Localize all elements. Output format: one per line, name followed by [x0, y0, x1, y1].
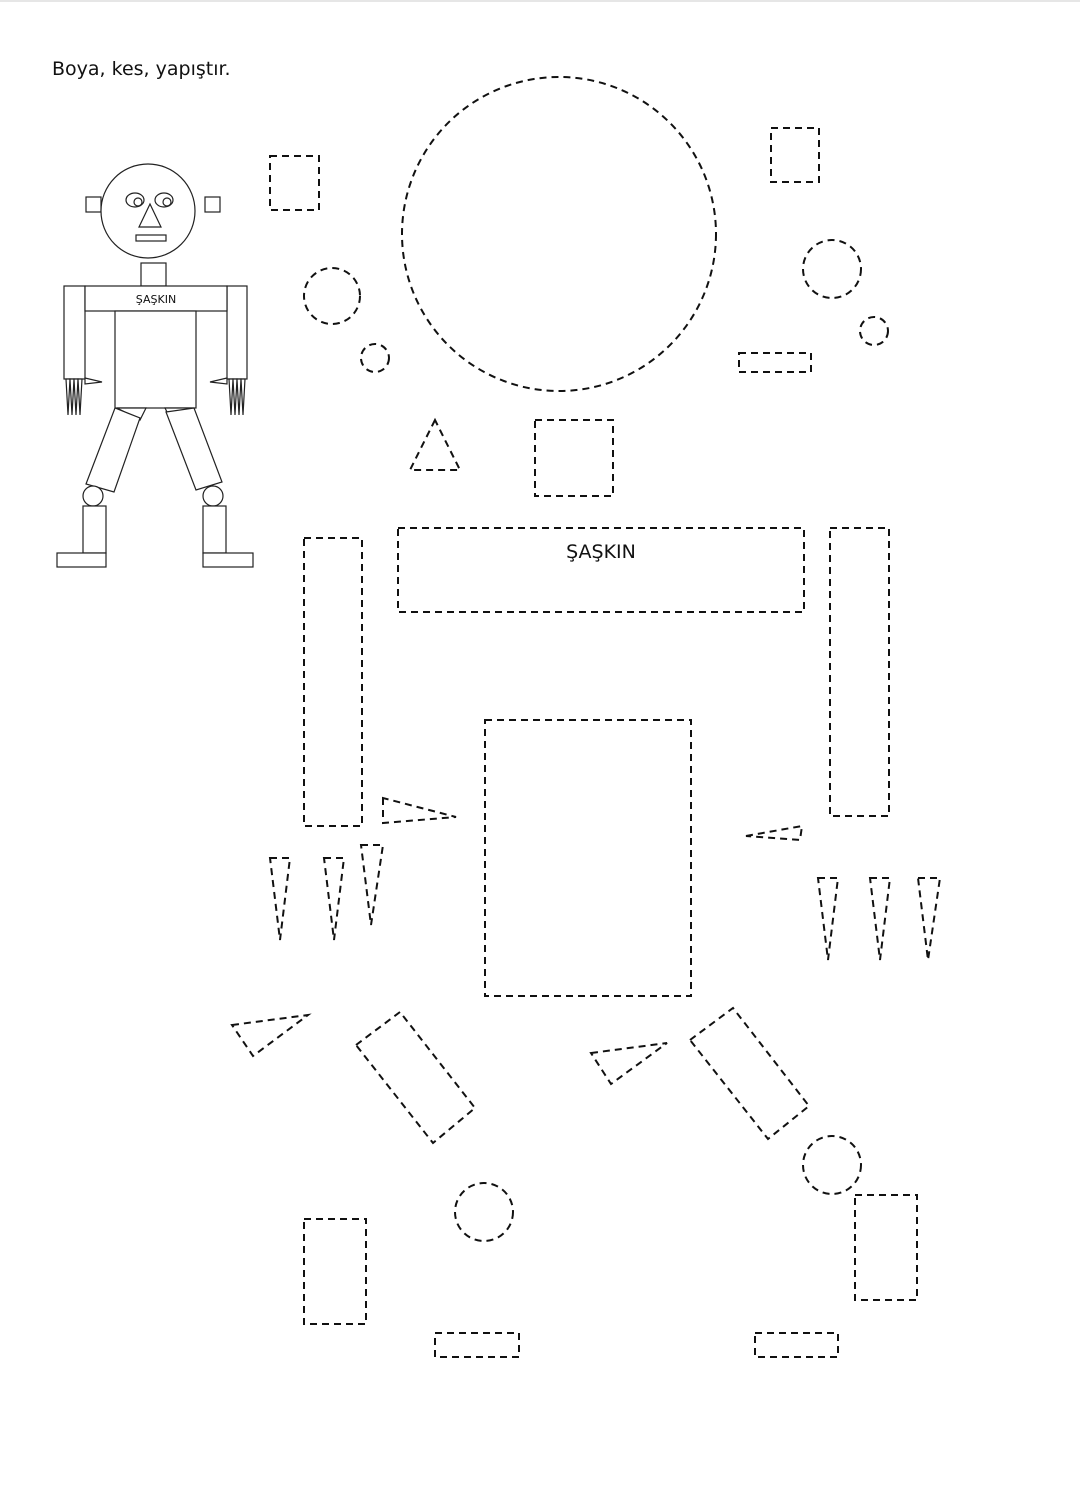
cutout-eye	[802, 239, 862, 299]
robot-left-leg	[85, 407, 141, 493]
robot-left-knee	[82, 485, 104, 507]
cutout-hip	[589, 1042, 668, 1086]
robot-left-thumb	[84, 377, 103, 385]
instruction-text: Boya, kes, yapıştır.	[52, 58, 231, 80]
cutout-knee	[802, 1135, 862, 1195]
cutout-claw	[916, 877, 942, 961]
cutout-mouth	[738, 352, 812, 373]
cutout-right-ear	[770, 127, 820, 183]
cutout-neck	[534, 419, 614, 497]
robot-right-arm	[226, 285, 248, 380]
cutout-pieces: ŞAŞKIN	[230, 76, 942, 1358]
cutout-claw	[868, 877, 892, 961]
cutout-leg	[688, 1006, 811, 1141]
robot-torso	[114, 310, 197, 409]
cutout-shoulder-bar	[397, 527, 805, 613]
robot-left-claws	[65, 378, 83, 416]
cutout-shirt-label: ŞAŞKIN	[566, 541, 636, 563]
cutout-eye	[303, 267, 361, 325]
robot-nose	[138, 202, 162, 228]
cutout-boot	[303, 1218, 367, 1325]
robot-left-pupil	[133, 197, 143, 207]
robot-right-knee	[202, 485, 224, 507]
page-top-border	[0, 0, 1080, 2]
robot-shirt-label: ŞAŞKIN	[136, 293, 176, 306]
cutout-boot	[854, 1194, 918, 1301]
cutout-foot	[434, 1332, 520, 1358]
robot-neck	[140, 262, 167, 287]
robot-right-ear	[204, 196, 221, 213]
cutout-torso	[484, 719, 692, 997]
cutout-left-thumb	[382, 796, 457, 825]
robot-right-claws	[228, 378, 246, 416]
cutout-nose	[408, 417, 462, 471]
reference-robot: ŞAŞKIN	[56, 163, 254, 568]
cutout-claw	[268, 857, 292, 941]
cutout-leg	[354, 1010, 477, 1145]
robot-left-ear	[85, 196, 102, 213]
cutout-left-arm	[303, 537, 363, 827]
cutout-claw	[816, 877, 840, 961]
robot-right-leg	[165, 407, 223, 491]
robot-left-foot	[56, 552, 107, 568]
robot-left-boot	[82, 505, 107, 554]
cutout-right-thumb	[745, 824, 804, 842]
cutout-pupil	[360, 343, 390, 373]
robot-right-thumb	[209, 377, 228, 385]
cutout-right-arm	[829, 527, 890, 817]
robot-left-arm	[63, 285, 86, 380]
cutout-foot	[754, 1332, 839, 1358]
cutout-hip	[230, 1013, 312, 1058]
cutout-left-ear	[269, 155, 320, 211]
cutout-claw	[322, 857, 346, 941]
cutout-knee	[454, 1182, 514, 1242]
robot-shoulder-bar	[84, 285, 228, 312]
robot-right-pupil	[162, 197, 172, 207]
robot-right-foot	[202, 552, 254, 568]
robot-right-boot	[202, 505, 227, 554]
cutout-claw	[359, 844, 385, 926]
cutout-pupil	[859, 316, 889, 346]
cutout-head	[401, 76, 717, 392]
robot-mouth	[135, 234, 167, 242]
